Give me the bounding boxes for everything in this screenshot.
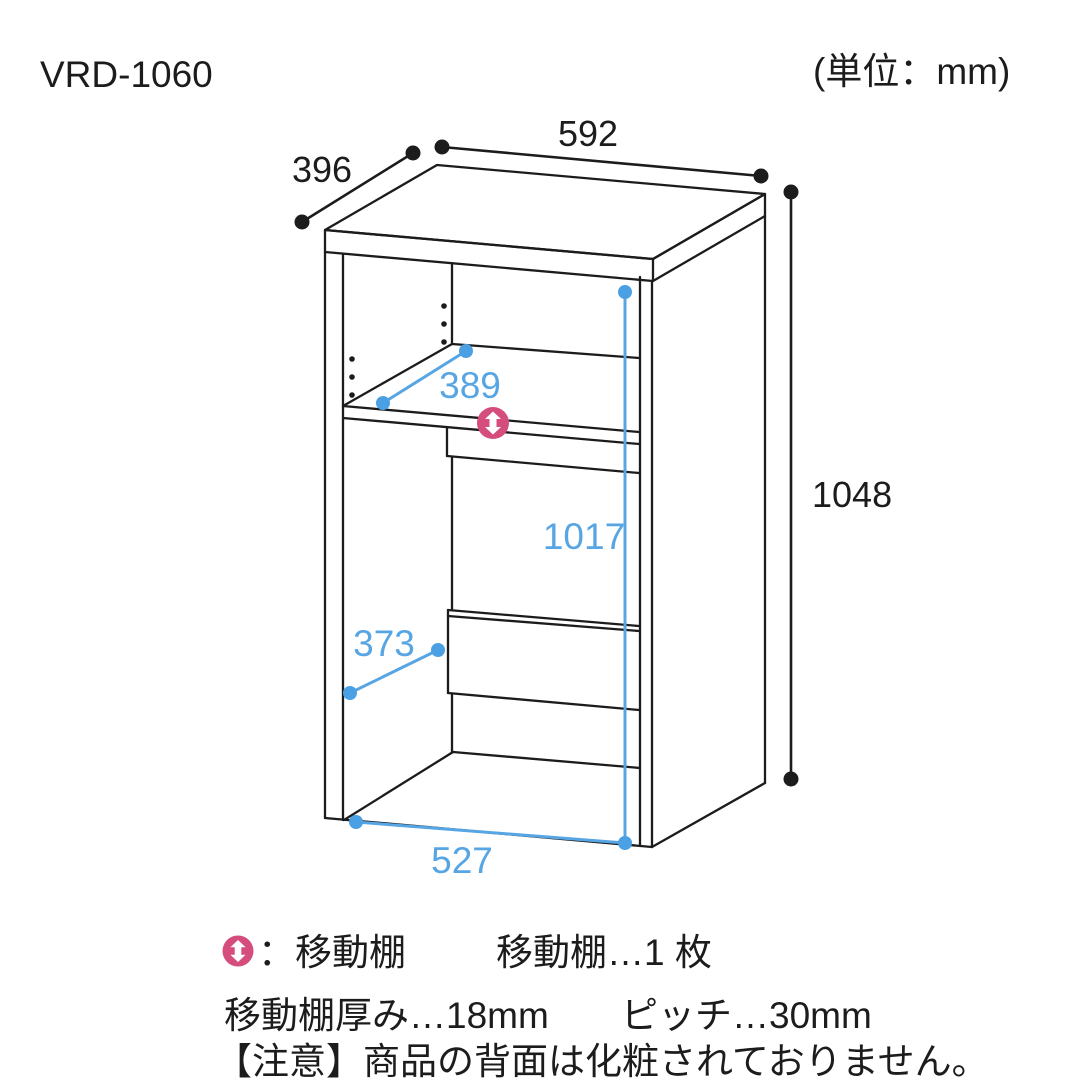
dimension-inner-height: 1017 — [543, 285, 632, 845]
dimension-shelf-width: 389 — [376, 344, 501, 410]
unit-label: (単位：mm) — [813, 51, 1010, 92]
legend-icon-meaning: ：移動棚 — [258, 932, 406, 973]
legend-note: 【注意】商品の背面は化粧されておりません。 — [215, 1041, 989, 1080]
legend: ：移動棚 移動棚…1 枚 移動棚厚み…18mm ピッチ…30mm 【注意】商品の… — [215, 932, 989, 1080]
legend-shelf-count: 移動棚…1 枚 — [496, 932, 712, 973]
dimension-top-width: 592 — [434, 113, 769, 184]
dimension-inner-width: 527 — [349, 815, 632, 881]
cabinet-outline — [323, 163, 767, 849]
up-down-arrow-icon — [485, 411, 501, 435]
dim-inner-depth: 373 — [353, 623, 415, 664]
legend-shelf-icon — [222, 935, 254, 967]
movable-shelf-icon — [477, 407, 509, 439]
dim-height: 1048 — [812, 474, 892, 515]
legend-pitch: ピッチ…30mm — [621, 995, 872, 1036]
shelf-pin-holes — [349, 303, 447, 398]
dimension-depth: 396 — [292, 145, 421, 230]
model-number: VRD-1060 — [40, 54, 213, 95]
dim-shelf-width: 389 — [439, 365, 501, 406]
dimension-inner-depth: 373 — [343, 623, 445, 700]
dim-depth: 396 — [292, 149, 352, 190]
legend-shelf-thickness: 移動棚厚み…18mm — [224, 995, 549, 1036]
dim-inner-width: 527 — [431, 840, 493, 881]
dim-top-width: 592 — [558, 113, 618, 154]
dimension-height: 1048 — [783, 184, 892, 787]
dim-inner-height: 1017 — [543, 516, 625, 557]
up-down-arrow-icon — [230, 940, 246, 962]
